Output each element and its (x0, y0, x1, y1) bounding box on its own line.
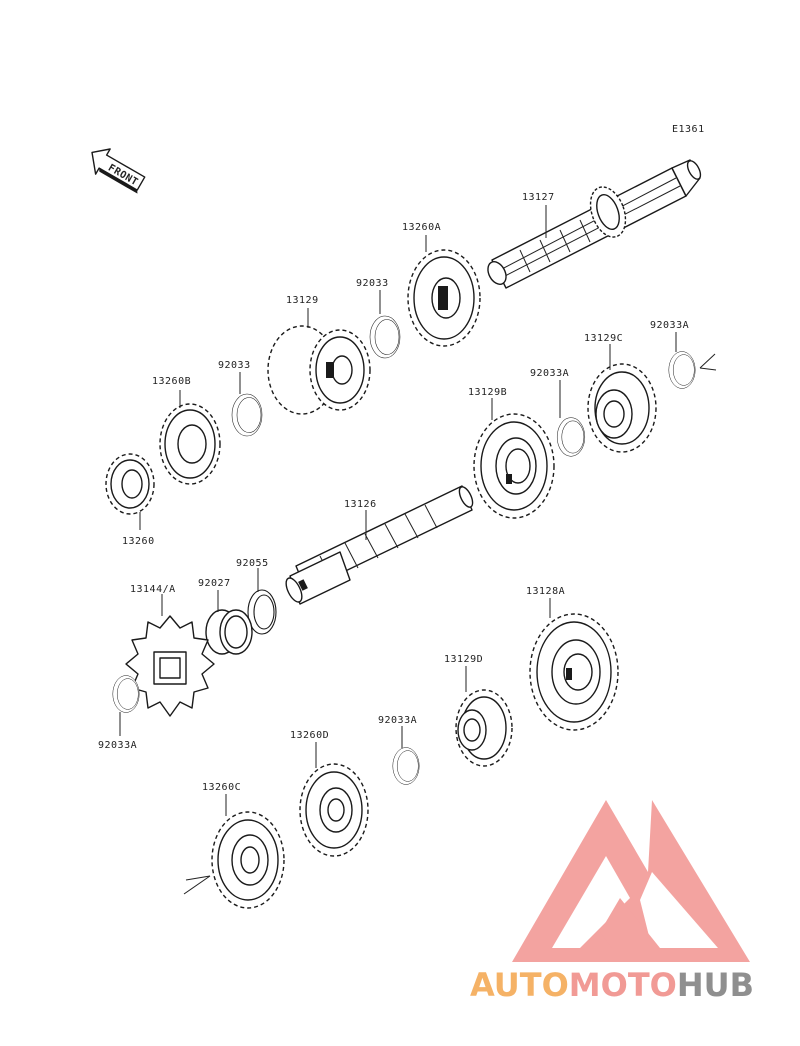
watermark-auto: AUTO (470, 966, 569, 1004)
gear-13129D (455, 689, 513, 767)
label-13260C: 13260C (202, 782, 241, 793)
label-92033A-mid: 92033A (530, 368, 569, 379)
label-13260: 13260 (122, 536, 155, 547)
label-92033A-left: 92033A (98, 740, 137, 751)
o-ring-92055 (247, 589, 277, 635)
circlip-92033-upper (369, 315, 401, 359)
watermark-brand: AUTOMOTOHUB (470, 966, 754, 1004)
watermark-brand-part2: HUB (677, 966, 754, 1004)
label-13129C: 13129C (584, 333, 623, 344)
label-92033A-lower: 92033A (378, 715, 417, 726)
collar-92027 (205, 609, 253, 655)
diagram-code: E1361 (672, 124, 705, 135)
label-13128A: 13128A (526, 586, 565, 597)
label-92033-left: 92033 (218, 360, 251, 371)
gear-13260A (407, 249, 481, 347)
circlip-92033A-left (112, 675, 140, 713)
label-92027: 92027 (198, 578, 231, 589)
front-arrow-icon: FRONT (91, 148, 146, 194)
gear-13260 (105, 453, 155, 515)
gear-13129 (267, 325, 371, 415)
automotohub-logo-icon (512, 800, 750, 962)
circlip-92033A-mid (556, 417, 586, 457)
label-13260D: 13260D (290, 730, 329, 741)
label-13129B: 13129B (468, 387, 507, 398)
sprocket-13144A (125, 615, 215, 717)
label-92033-upper: 92033 (356, 278, 389, 289)
gear-13260B (159, 403, 221, 485)
label-92055: 92055 (236, 558, 269, 569)
gear-13260C (211, 811, 285, 909)
label-13260A: 13260A (402, 222, 441, 233)
circlip-92033A-lower (392, 747, 420, 785)
output-shaft-13127 (487, 159, 702, 289)
gear-13129B (473, 413, 555, 519)
watermark-brand-part1: AUTOMOTO (470, 966, 677, 1004)
label-13129: 13129 (286, 295, 319, 306)
input-shaft-13126 (285, 485, 474, 605)
label-13144A: 13144/A (130, 584, 176, 595)
watermark-moto: MOTO (569, 966, 677, 1004)
label-13127: 13127 (522, 192, 555, 203)
gear-13128A (529, 613, 619, 731)
circlip-92033-left (231, 393, 263, 437)
label-13260B: 13260B (152, 376, 191, 387)
circlip-92033A-right (668, 351, 696, 389)
gear-13129C (587, 363, 657, 453)
label-13129D: 13129D (444, 654, 483, 665)
label-13126: 13126 (344, 499, 377, 510)
gear-13260D (299, 763, 369, 857)
label-92033A-right: 92033A (650, 320, 689, 331)
